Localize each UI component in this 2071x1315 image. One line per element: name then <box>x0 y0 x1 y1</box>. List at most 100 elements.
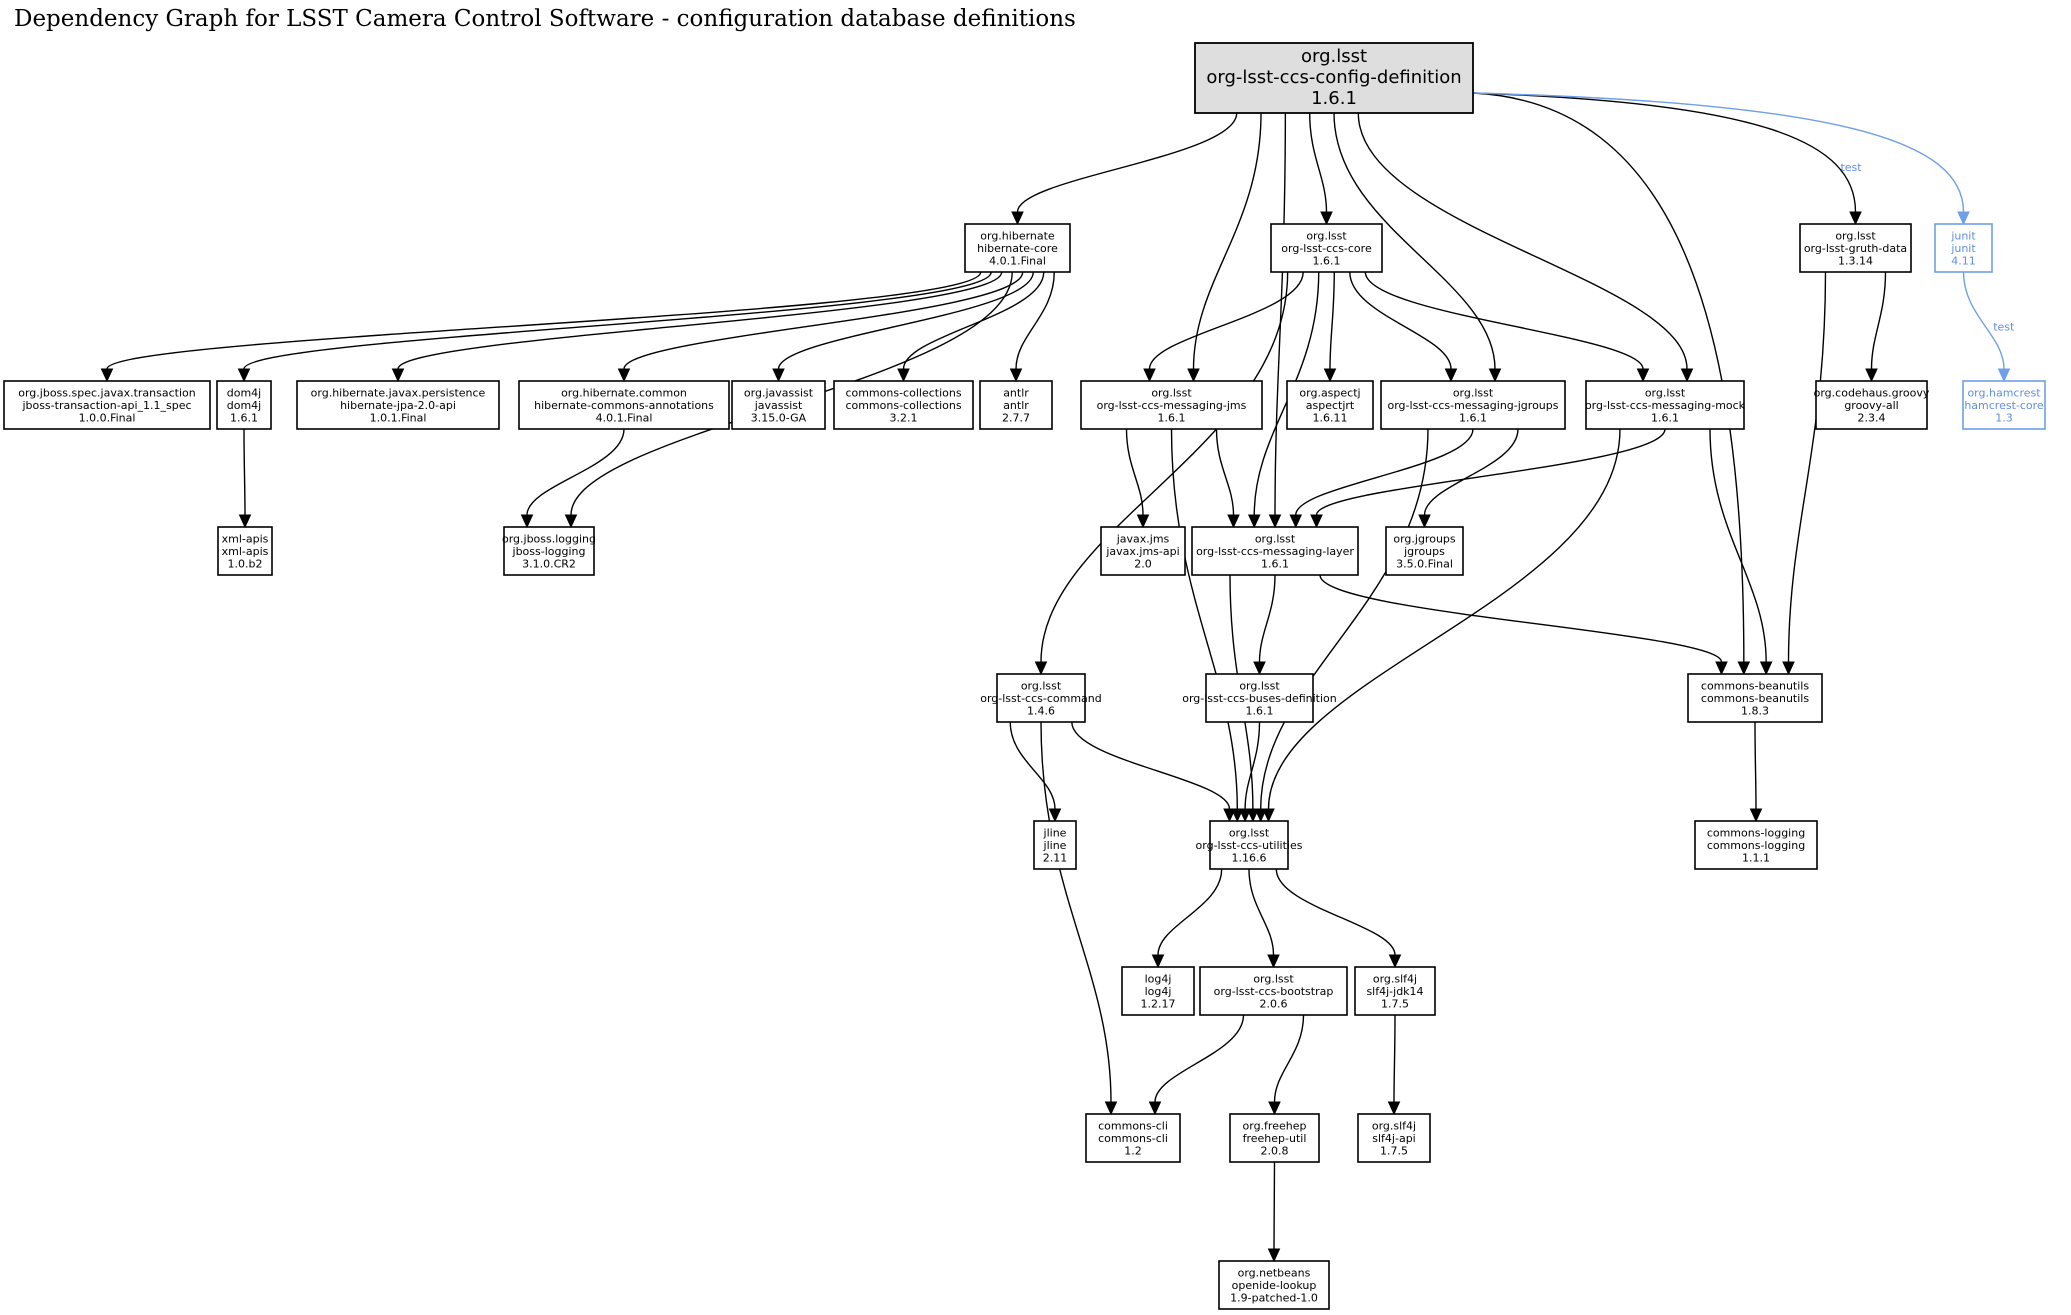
edge-line <box>1329 271 1335 370</box>
node-version: 1.16.6 <box>1232 852 1267 865</box>
arrowhead-icon <box>238 514 252 529</box>
node-group: org.slf4j <box>1372 1120 1416 1133</box>
node-hib-annot[interactable]: org.hibernate.commonhibernate-commons-an… <box>518 380 730 430</box>
arrowhead-icon <box>1247 514 1261 529</box>
edge-line <box>1040 721 1112 1103</box>
arrowhead-icon <box>1680 368 1694 383</box>
edge-msg-jgroups-to-utilities <box>1254 428 1429 823</box>
node-group: org.jboss.spec.javax.transaction <box>18 387 196 400</box>
arrowhead-icon <box>1737 661 1751 676</box>
node-box <box>1033 820 1077 870</box>
node-box <box>1380 380 1566 430</box>
arrowhead-icon <box>1957 211 1970 226</box>
edge-line <box>1393 1014 1396 1103</box>
edge-line <box>1754 721 1757 810</box>
arrowhead-icon <box>1444 368 1458 383</box>
node-group: org.hibernate.common <box>561 387 687 400</box>
edge-line <box>1709 428 1767 663</box>
node-hib-jpa[interactable]: org.hibernate.javax.persistencehibernate… <box>296 380 500 430</box>
node-msg-jgroups[interactable]: org.lsstorg-lsst-ccs-messaging-jgroups1.… <box>1380 380 1566 430</box>
edge-msg-jms-to-jms-api <box>1125 428 1150 529</box>
edge-line <box>526 428 625 516</box>
node-openide[interactable]: org.netbeansopenide-lookup1.9-patched-1.… <box>1218 1260 1330 1310</box>
nodes-layer: org.lsstorg-lsst-ccs-config-definition1.… <box>3 42 2046 1310</box>
arrowhead-icon <box>1143 368 1156 383</box>
node-buses-def[interactable]: org.lsstorg-lsst-ccs-buses-definition1.6… <box>1182 673 1337 723</box>
edge-ccs-command-to-commons-cli <box>1040 721 1118 1116</box>
node-artifact: hibernate-core <box>977 242 1058 255</box>
edge-bootstrap-to-commons-cli <box>1148 1014 1245 1116</box>
node-version: 1.7.5 <box>1381 998 1409 1011</box>
edge-line <box>1248 868 1275 956</box>
edge-config-def-to-beanutils <box>1472 92 1751 676</box>
node-box <box>1286 380 1374 430</box>
node-group: org.jboss.logging <box>502 533 596 546</box>
node-jboss-tx[interactable]: org.jboss.spec.javax.transactionjboss-tr… <box>3 380 211 430</box>
node-box <box>964 223 1071 273</box>
edge-gruth-data-to-groovy <box>1865 271 1887 383</box>
arrowhead-icon <box>1782 661 1795 676</box>
node-version: 1.0.b2 <box>228 558 263 571</box>
edge-config-def-to-msg-layer <box>1268 112 1287 529</box>
arrowhead-icon <box>100 368 114 383</box>
node-box <box>1815 380 1928 430</box>
node-msg-layer[interactable]: org.lsstorg-lsst-ccs-messaging-layer1.6.… <box>1191 526 1359 576</box>
node-artifact: org-lsst-ccs-messaging-jgroups <box>1388 399 1559 412</box>
node-commons-coll[interactable]: commons-collectionscommons-collections3.… <box>833 380 974 430</box>
node-box <box>1799 223 1912 273</box>
node-version: 3.1.0.CR2 <box>522 558 576 571</box>
edge-junit-to-hamcrest: test <box>1962 271 2015 383</box>
node-group: org.lsst <box>1835 230 1876 243</box>
edge-line <box>1192 112 1262 370</box>
edge-msg-jms-to-utilities <box>1170 428 1244 823</box>
node-box <box>979 380 1053 430</box>
node-group: org.lsst <box>1645 387 1686 400</box>
edge-line <box>1170 428 1238 810</box>
edge-line <box>1787 271 1827 663</box>
node-box <box>217 526 273 576</box>
arrowhead-icon <box>1289 514 1303 529</box>
arrowhead-icon <box>1231 808 1244 823</box>
edge-msg-mock-to-beanutils <box>1709 428 1773 676</box>
arrowhead-icon <box>1034 661 1048 676</box>
node-config-def[interactable]: org.lsstorg-lsst-ccs-config-definition1.… <box>1194 42 1474 114</box>
node-artifact: org-lsst-ccs-messaging-jms <box>1097 399 1247 412</box>
arrowhead-icon <box>1388 954 1402 969</box>
edge-config-def-to-ccs-core <box>1308 112 1333 226</box>
node-group: antlr <box>1003 387 1029 400</box>
node-version: 1.7.5 <box>1380 1145 1408 1158</box>
arrowhead-icon <box>897 368 910 383</box>
edge-line <box>623 271 1024 370</box>
arrowhead-icon <box>1310 514 1323 529</box>
arrowhead-icon <box>564 514 578 529</box>
arrowhead-icon <box>1268 514 1282 529</box>
